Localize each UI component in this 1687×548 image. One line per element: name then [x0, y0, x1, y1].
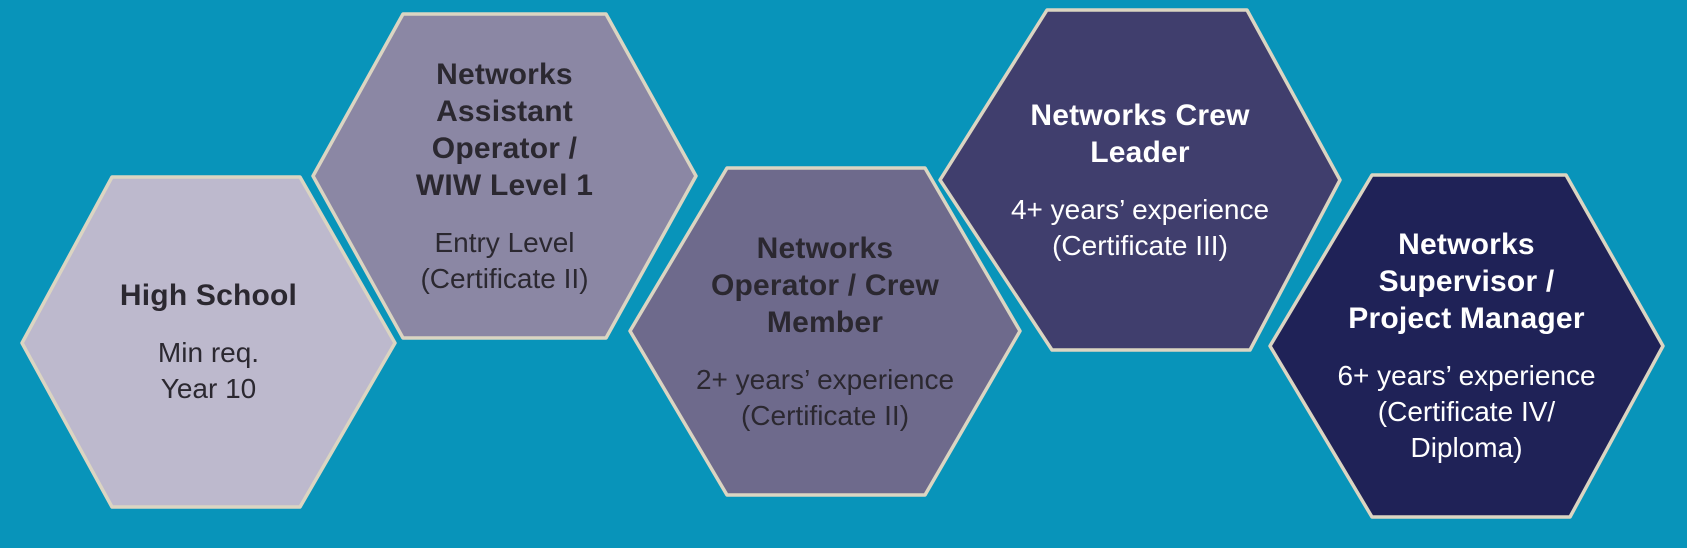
hexagon-stage-5	[1268, 173, 1665, 519]
hexagon-stage-4	[938, 8, 1342, 352]
hexagon-stage-1	[20, 175, 397, 509]
hexagon-stage-2	[311, 12, 698, 340]
hexagon-stage-3	[628, 166, 1022, 497]
